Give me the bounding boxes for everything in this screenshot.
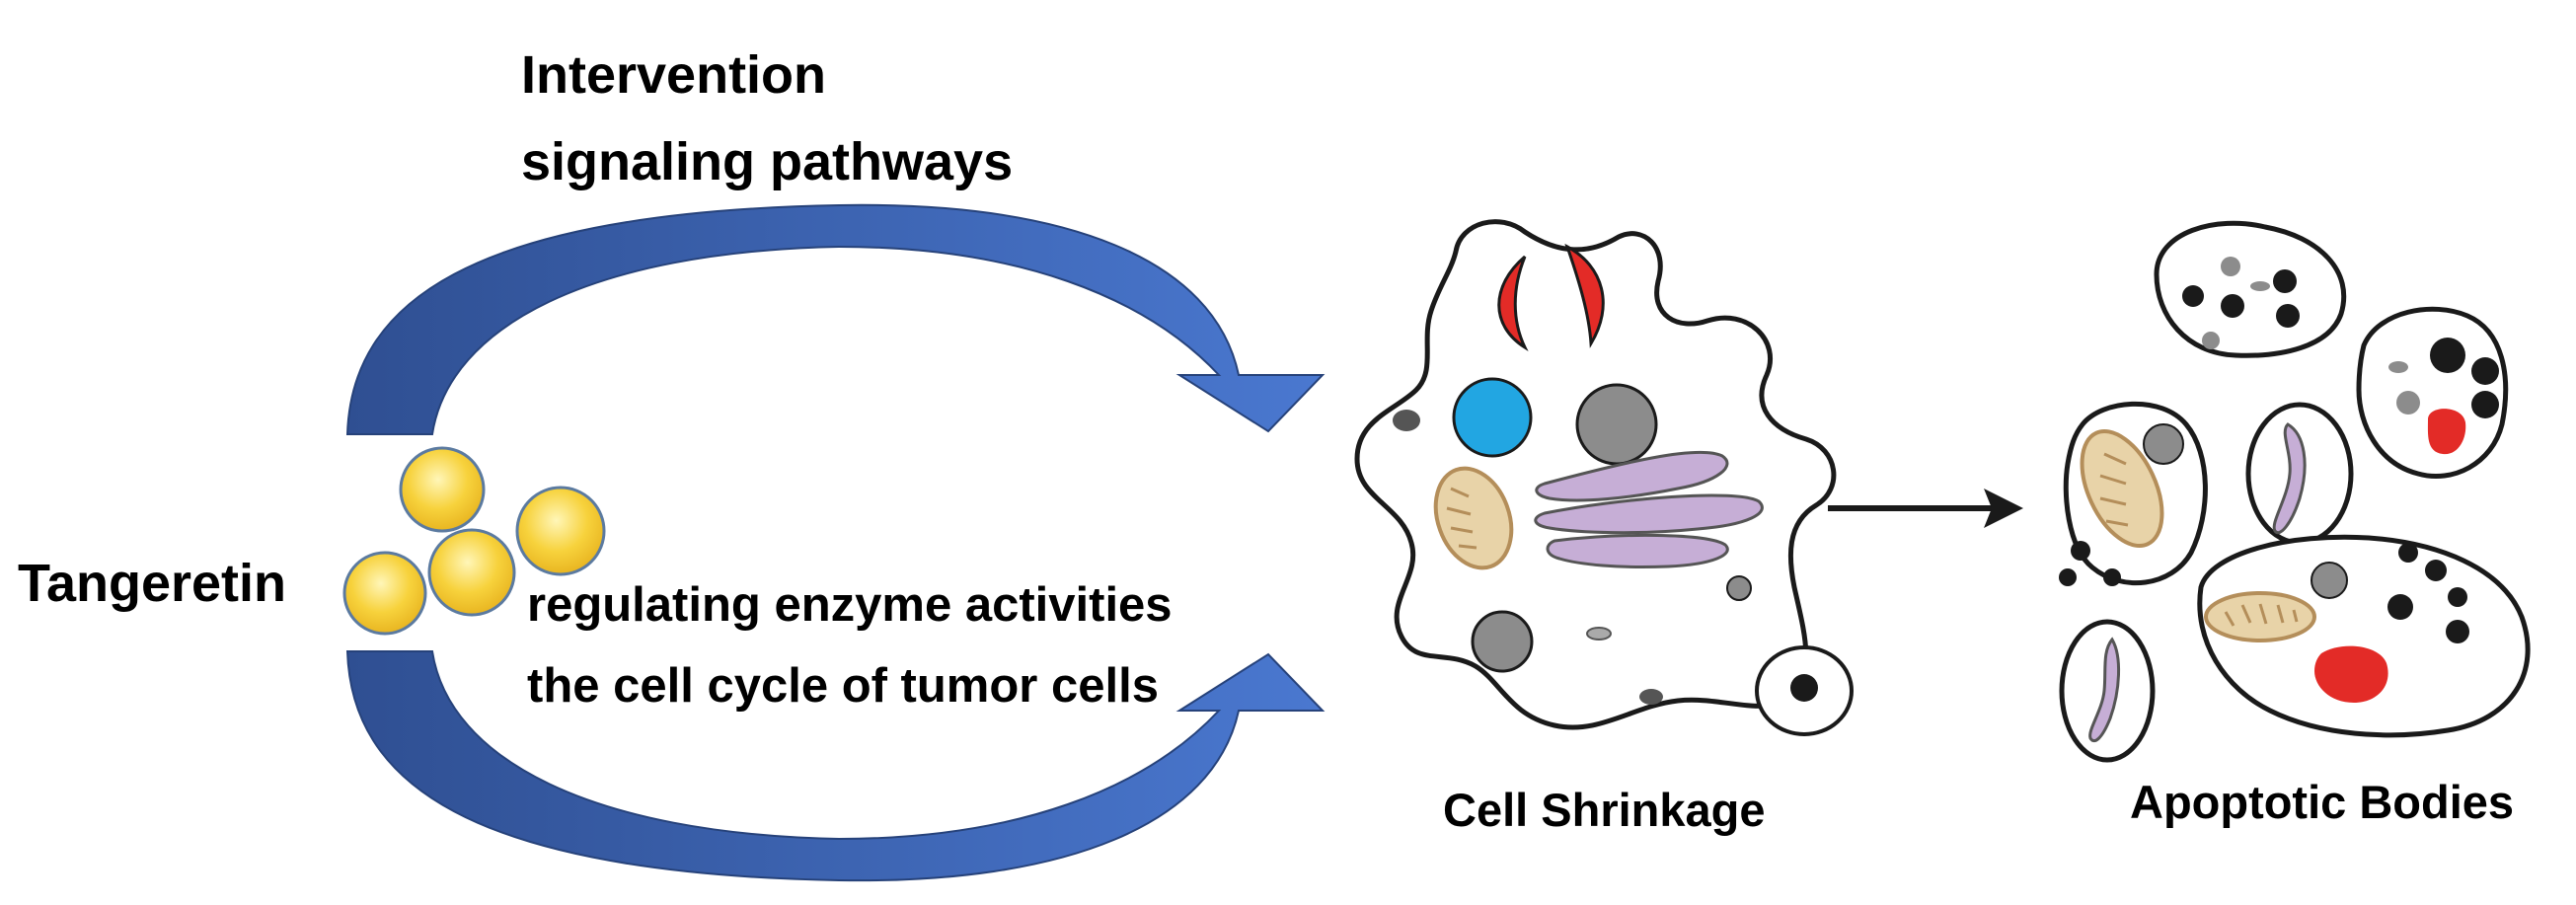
tangeretin-label: Tangeretin	[18, 554, 287, 613]
upper-curved-arrow	[345, 203, 1326, 435]
straight-arrow	[1828, 489, 2023, 528]
tangeretin-molecules	[342, 446, 606, 636]
cell-shrinkage-label: Cell Shrinkage	[1443, 784, 1766, 836]
apoptotic-body-large	[2197, 534, 2531, 738]
apoptotic-body-right-top	[2356, 306, 2509, 480]
apoptotic-body-lower-left	[2059, 619, 2156, 763]
apoptotic-body-top	[2154, 220, 2347, 358]
apoptotic-bodies	[2059, 220, 2531, 763]
regulating-line-1: regulating enzyme activities	[527, 578, 1173, 632]
regulating-line-2: the cell cycle of tumor cells	[527, 659, 1159, 713]
apoptotic-body-left	[2063, 401, 2208, 586]
apoptotic-bodies-label: Apoptotic Bodies	[2130, 776, 2515, 828]
scattered-fragments	[2059, 541, 2121, 586]
apoptotic-body-center	[2245, 402, 2354, 546]
regulating-label: regulating enzyme activities the cell cy…	[527, 565, 1173, 726]
intervention-line-1: Intervention	[521, 45, 827, 105]
shrunken-cell	[1354, 219, 1837, 730]
lower-curved-arrow	[345, 650, 1326, 882]
detached-bleb	[1755, 645, 1854, 736]
intervention-label: Intervention signaling pathways	[521, 32, 1013, 205]
intervention-line-2: signaling pathways	[521, 132, 1014, 191]
